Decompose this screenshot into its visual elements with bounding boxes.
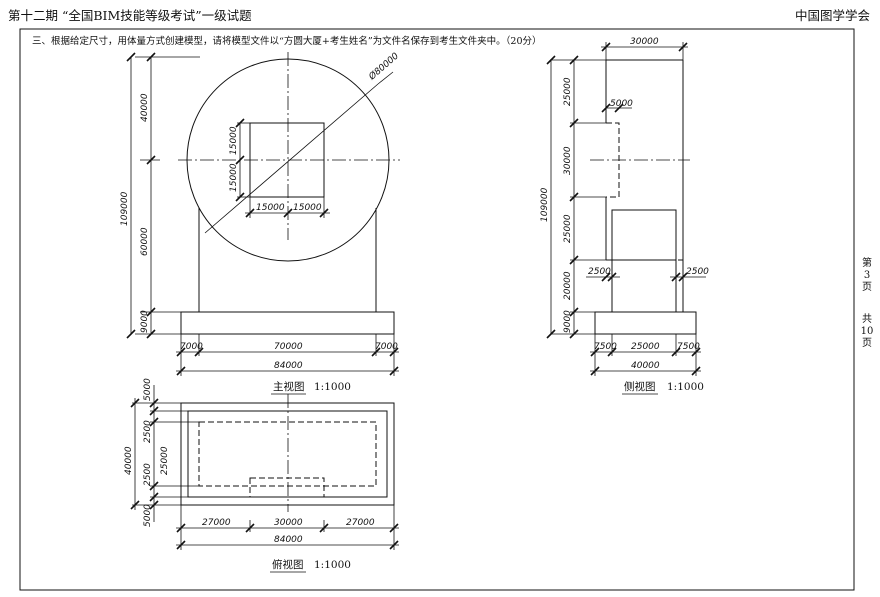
dim-square-h2: 15000 <box>293 203 322 213</box>
dim-side-total-width: 40000 <box>631 361 660 371</box>
dim-upper-height: 40000 <box>140 93 150 122</box>
dim-right-offset: 7000 <box>375 342 398 352</box>
pager-current-page: 3 <box>863 270 871 281</box>
top-hidden-square <box>249 477 325 498</box>
dim-side-total-height: 109000 <box>540 187 550 222</box>
dim-side-top-width: 30000 <box>630 37 659 47</box>
dim-top-total-depth: 40000 <box>124 446 134 475</box>
dim-diameter: Ø80000 <box>366 50 401 83</box>
top-view-scale: 1:1000 <box>314 559 351 571</box>
side-view-caption: 侧视图 <box>624 380 656 393</box>
dim-top-inner-depth: 25000 <box>160 446 170 475</box>
pager-char: 共 <box>862 314 872 325</box>
dim-top-inner-2: 2500 <box>143 463 153 486</box>
front-view-caption: 主视图 <box>273 380 305 393</box>
dim-top-right: 27000 <box>346 518 375 528</box>
dim-base-height: 9000 <box>140 310 150 333</box>
dim-top-middle: 30000 <box>274 518 303 528</box>
pager-total-pages: 10 <box>860 326 874 337</box>
dim-top-left: 27000 <box>202 518 231 528</box>
dim-side-h3: 25000 <box>563 214 573 243</box>
top-hidden-rect <box>198 421 377 487</box>
dim-top-total-width: 84000 <box>274 535 303 545</box>
dim-square-v1: 15000 <box>229 126 239 155</box>
side-lower-box <box>611 209 677 261</box>
dim-side-h5: 9000 <box>563 310 573 333</box>
dim-bottom-edge: 5000 <box>143 504 153 527</box>
dim-side-right-offset: 7500 <box>677 342 700 352</box>
side-base <box>594 311 697 335</box>
pager-char: 页 <box>862 282 872 293</box>
dim-lower-height: 60000 <box>140 227 150 256</box>
dim-side-right-step: 2500 <box>686 267 709 277</box>
dim-total-width: 84000 <box>274 361 303 371</box>
side-view: 30000 5000 109000 25000 30000 25000 2000… <box>540 37 709 395</box>
sheet-border <box>19 28 855 591</box>
page-counter: 第 3 页 共 10 页 <box>858 258 876 350</box>
header-organization: 中国图学学会 <box>794 8 870 23</box>
dim-left-offset: 7000 <box>180 342 203 352</box>
header-title: 第十二期 “全国BIM技能等级考试”一级试题 <box>8 8 252 23</box>
dim-side-left-step: 2500 <box>588 267 611 277</box>
top-inner-rect <box>187 410 388 498</box>
front-view: Ø80000 109000 40000 60000 9000 15000 150… <box>120 50 401 395</box>
dim-side-notch: 5000 <box>610 99 633 109</box>
dim-square-v2: 15000 <box>229 163 239 192</box>
top-view-caption: 俯视图 <box>272 558 304 571</box>
top-outer-rect <box>180 402 395 506</box>
front-view-scale: 1:1000 <box>314 381 351 393</box>
dim-square-h1: 15000 <box>256 203 285 213</box>
pager-char: 第 <box>862 258 872 269</box>
dim-side-h2: 30000 <box>563 146 573 175</box>
side-view-scale: 1:1000 <box>667 381 704 393</box>
dim-side-middle: 25000 <box>631 342 660 352</box>
dim-middle-width: 70000 <box>274 342 303 352</box>
dim-top-inner-1: 2500 <box>143 420 153 443</box>
dim-side-h4: 20000 <box>563 271 573 300</box>
top-view: 40000 5000 2500 25000 2500 5000 27000 30… <box>124 378 399 573</box>
question-text: 三、根据给定尺寸，用体量方式创建模型，请将模型文件以“方圆大厦+考生姓名”为文件… <box>32 35 542 47</box>
dim-side-left-offset: 7500 <box>594 342 617 352</box>
dim-total-height: 109000 <box>120 191 130 226</box>
pager-char: 页 <box>862 338 872 349</box>
dim-side-h1: 25000 <box>563 77 573 106</box>
front-base <box>180 311 395 335</box>
dim-top-edge: 5000 <box>143 378 153 401</box>
